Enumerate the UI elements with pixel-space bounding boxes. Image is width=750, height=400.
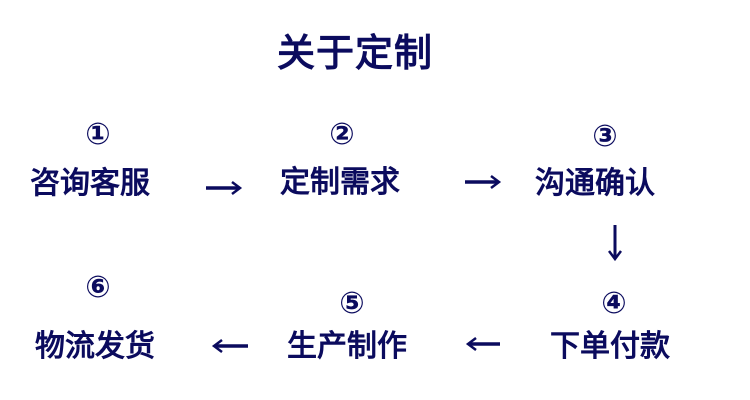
arrow-down-icon [608, 225, 622, 262]
step-1-label: 咨询客服 [30, 166, 150, 201]
diagram-title-text: 关于定制 [276, 31, 433, 75]
step-1-number: ① [85, 117, 111, 152]
arrow-left-icon [465, 337, 500, 351]
step-6-number: ⑥ [85, 270, 111, 305]
step-3-label: 沟通确认 [535, 166, 655, 201]
step-2-number: ② [329, 117, 355, 152]
diagram-title: 关于定制 [0, 30, 750, 76]
arrow-left-icon [211, 339, 248, 353]
step-4-label: 下单付款 [550, 329, 670, 364]
step-5-number: ⑤ [339, 286, 365, 321]
arrow-right-icon [465, 175, 502, 189]
arrow-right-icon [206, 181, 243, 195]
step-4-number: ④ [601, 286, 627, 321]
step-6-label: 物流发货 [35, 329, 155, 364]
step-5-label: 生产制作 [287, 329, 407, 364]
step-3-number: ③ [592, 119, 618, 154]
step-2-label: 定制需求 [280, 165, 400, 200]
